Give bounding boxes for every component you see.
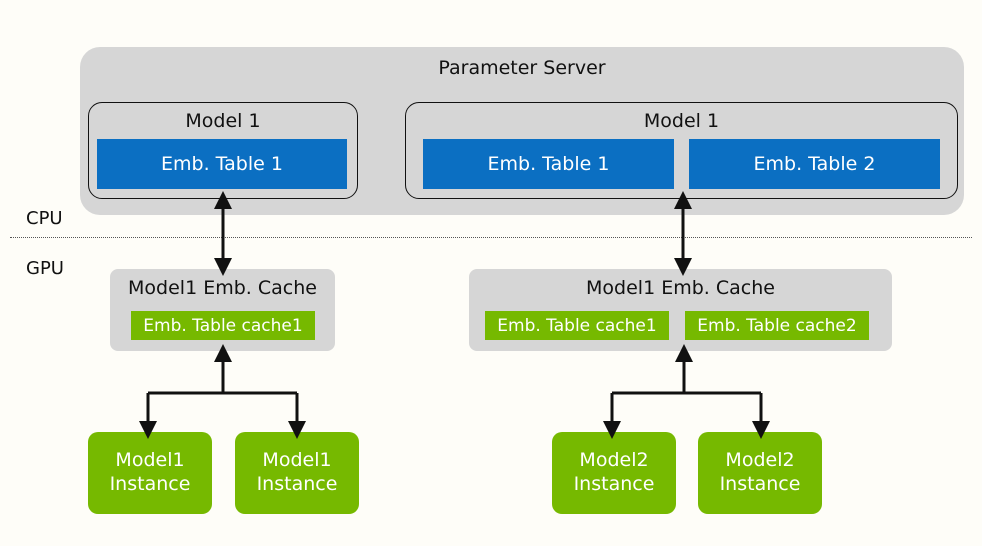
gpu-label: GPU xyxy=(26,258,64,279)
instance-line1: Model1 xyxy=(262,449,332,472)
left-emb-table-1: Emb. Table 1 xyxy=(97,139,347,189)
right-model-title: Model 1 xyxy=(643,110,720,132)
instance-line1: Model1 xyxy=(115,449,185,472)
left-emb-cache-title: Model1 Emb. Cache xyxy=(128,277,317,299)
instance-line1: Model2 xyxy=(579,449,649,472)
left-emb-table-cache-1: Emb. Table cache1 xyxy=(131,311,315,340)
instance-box: Model1 Instance xyxy=(88,432,212,514)
right-instance-tree xyxy=(603,344,770,439)
right-emb-table-cache-1: Emb. Table cache1 xyxy=(485,311,669,340)
instance-line2: Instance xyxy=(109,473,191,495)
instance-box: Model2 Instance xyxy=(552,432,676,514)
instance-line1: Model2 xyxy=(725,449,795,472)
cpu-label: CPU xyxy=(26,208,63,229)
instance-line2: Instance xyxy=(256,473,338,495)
left-instance-tree xyxy=(139,344,306,439)
right-emb-table-2: Emb. Table 2 xyxy=(689,139,940,189)
right-emb-cache-title: Model1 Emb. Cache xyxy=(586,277,775,299)
instance-box: Model1 Instance xyxy=(235,432,359,514)
left-model-title: Model 1 xyxy=(185,110,261,132)
parameter-server-title: Parameter Server xyxy=(438,57,606,79)
instance-line2: Instance xyxy=(719,473,801,495)
instance-line2: Instance xyxy=(573,473,655,495)
cpu-gpu-divider xyxy=(10,237,972,238)
instance-box: Model2 Instance xyxy=(698,432,822,514)
right-emb-table-cache-2: Emb. Table cache2 xyxy=(685,311,869,340)
right-emb-table-1: Emb. Table 1 xyxy=(423,139,674,189)
